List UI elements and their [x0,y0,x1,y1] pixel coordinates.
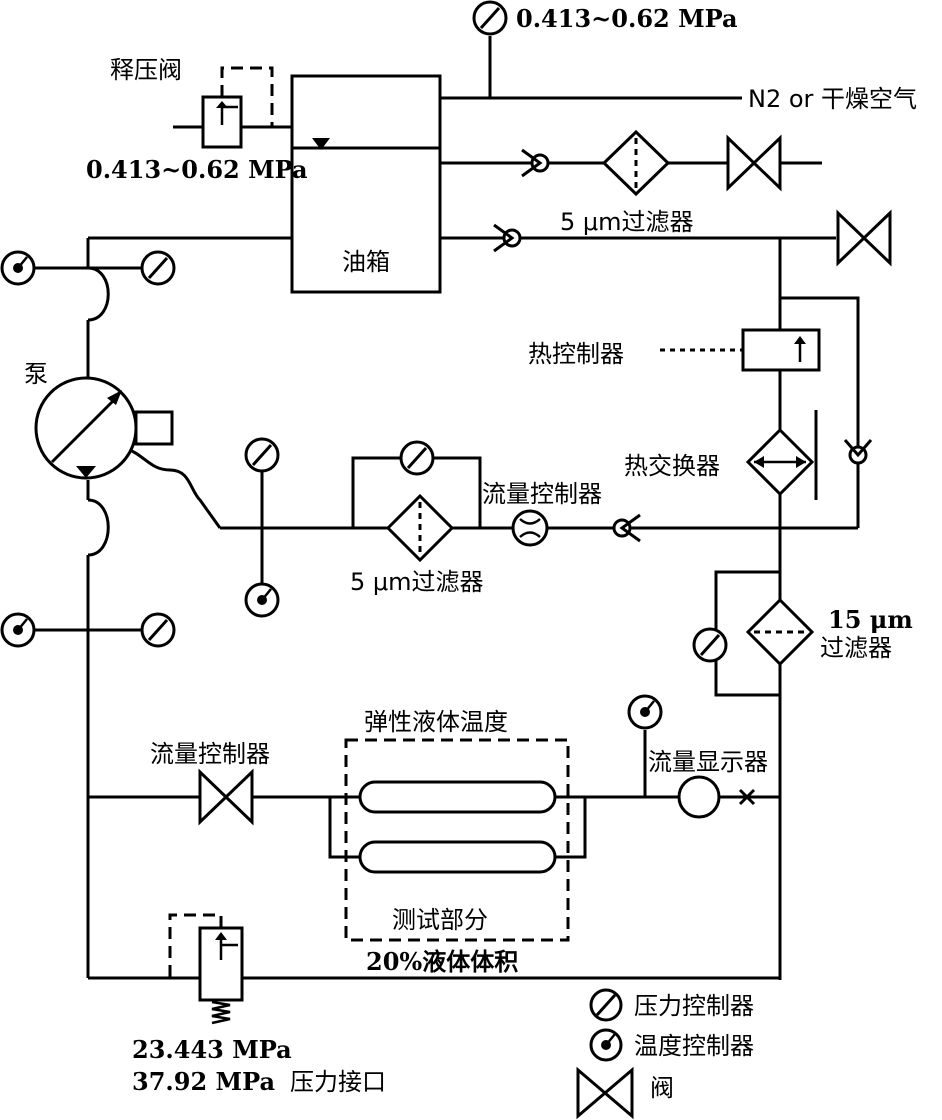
flow-display [677,775,756,819]
check-valve-right [843,439,873,465]
thermal-controller-label: 热控制器 [528,340,624,368]
pressure-gauge-top [472,0,508,36]
legend-pressure-icon [589,988,623,1022]
elastic-fluid-temp-label: 弹性液体温度 [364,708,508,736]
fluid-level-icon [312,138,330,150]
legend-pressure-label: 压力控制器 [634,992,754,1020]
pressure-1-label: 23.443 MPa [132,1035,292,1064]
pressure-port-label: 压力接口 [290,1068,386,1096]
pump [34,376,174,480]
thermal-controller [660,328,821,372]
pressure-gauge-15um [692,627,728,663]
pressure-gauge-left-1 [140,250,176,286]
top-pressure-label: 0.413~0.62 MPa [516,4,738,33]
filter-vent [601,129,671,197]
temperature-gauge-flow [627,694,663,730]
flow-controller-left-label: 流量控制器 [150,740,270,768]
flow-controller-mid-label: 流量控制器 [482,480,602,508]
filter-5um-top-label: 5 μm过滤器 [560,208,694,236]
flow-controller-mid [511,509,549,547]
relief-valve [201,66,274,149]
pressure-gauge-mid-stem [244,437,280,473]
temperature-gauge-left-1 [0,250,36,286]
temperature-gauge-mid [244,582,280,618]
relief-valve-label: 释压阀 [110,56,182,84]
heat-exchanger-label: 热交换器 [624,452,720,480]
pressure-gauge-filter-bypass [399,440,435,476]
legend-temperature-icon [589,1028,623,1062]
filter-15um-label-1: 15 μm [828,605,913,634]
oil-tank: 油箱 [290,74,442,294]
legend-valve-label: 阀 [650,1074,674,1102]
relief-valve-bottom [168,913,244,1025]
fluid-volume-label: 20%液体体积 [366,947,518,976]
relief-pressure-label: 0.413~0.62 MPa [86,155,308,184]
filter-5um-mid [385,493,455,563]
legend-temperature-label: 温度控制器 [634,1032,754,1060]
filter-15um-label-2: 过滤器 [820,634,892,662]
legend: 压力控制器 温度控制器 阀 [576,988,754,1120]
legend-valve-icon [576,1066,634,1120]
pump-label: 泵 [24,360,48,388]
valve-flow-left [198,768,254,826]
heat-exchanger [745,427,815,497]
check-valve-mid [612,513,641,543]
check-valve-tank-outlet [493,223,522,253]
test-section-label: 测试部分 [392,906,488,934]
filter-15um [745,597,815,667]
check-valve-vent [521,148,550,178]
pressure-2-label: 37.92 MPa [132,1067,275,1096]
oil-tank-label: 油箱 [342,248,390,276]
n2-source-label: N2 or 干燥空气 [748,85,917,113]
test-section [330,738,585,942]
pressure-gauge-left-2 [140,612,176,648]
temperature-gauge-left-2 [0,612,36,648]
filter-5um-mid-label: 5 μm过滤器 [350,568,484,596]
flow-display-label: 流量显示器 [648,748,768,776]
valve-vent [726,134,782,192]
valve-top-right [836,209,892,267]
